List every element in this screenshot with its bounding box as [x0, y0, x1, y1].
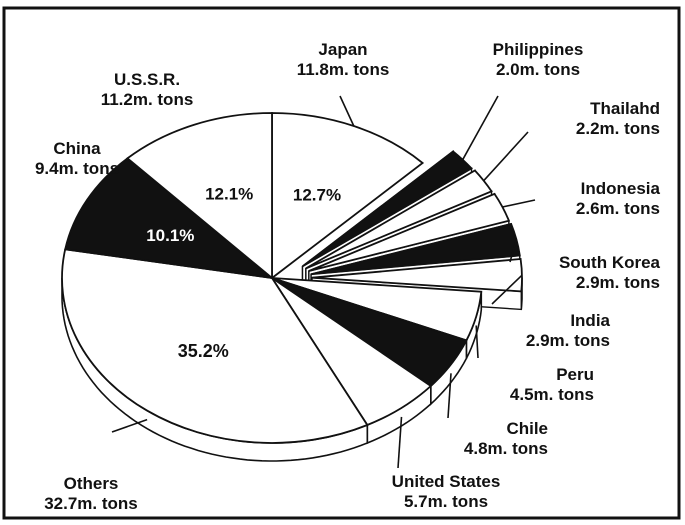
label-value: 5.7m. tons [403, 492, 489, 511]
leader-south-korea [509, 239, 518, 263]
label-united-states: United States 5.7m. tons [356, 472, 536, 512]
leader-japan [339, 95, 355, 127]
label-name: Chile [506, 419, 548, 438]
label-name: Thailahd [590, 99, 660, 118]
label-value: 11.2m. tons [100, 90, 194, 109]
label-name: Peru [556, 365, 594, 384]
label-name: U.S.S.R. [113, 70, 181, 89]
label-name: China [53, 139, 101, 158]
label-value: 2.9m. tons [525, 331, 610, 350]
label-peru: Peru 4.5m. tons [478, 365, 594, 405]
label-value: 32.7m. tons [44, 494, 138, 513]
label-name: United States [391, 472, 501, 491]
leader-thailahd [483, 131, 529, 182]
label-ussr: U.S.S.R. 11.2m. tons [82, 70, 212, 110]
leader-peru [475, 325, 479, 359]
leader-chile [447, 373, 452, 419]
label-japan: Japan 11.8m. tons [278, 40, 408, 80]
label-name: Philippines [492, 40, 584, 59]
label-value: 2.0m. tons [495, 60, 581, 79]
leader-lines [111, 95, 536, 469]
label-value: 2.9m. tons [575, 273, 660, 292]
leader-united-states [397, 416, 403, 469]
chart-border [2, 6, 681, 520]
label-philippines: Philippines 2.0m. tons [468, 40, 608, 80]
label-value: 4.8m. tons [463, 439, 548, 458]
label-south-korea: South Korea 2.9m. tons [500, 253, 660, 293]
slice-u-s-s-r [126, 112, 273, 280]
leader-philippines [462, 95, 499, 161]
leader-others [111, 418, 148, 433]
leader-indonesia [502, 199, 536, 208]
label-value: 2.2m. tons [575, 119, 660, 138]
pct-label-china: 10.1% [146, 226, 194, 245]
label-indonesia: Indonesia 2.6m. tons [530, 179, 660, 219]
leader-india [491, 274, 523, 305]
slice-china [64, 157, 276, 280]
label-value: 11.8m. tons [296, 60, 390, 79]
label-value: 9.4m. tons [34, 159, 120, 178]
label-name: India [570, 311, 610, 330]
label-name: South Korea [558, 253, 660, 272]
pct-label-japan: 12.7% [293, 185, 341, 204]
label-chile: Chile 4.8m. tons [420, 419, 548, 459]
pct-label-others: 35.2% [178, 341, 229, 361]
label-value: 4.5m. tons [509, 385, 594, 404]
label-name: Others [63, 474, 119, 493]
slice-others [61, 248, 369, 444]
label-value: 2.6m. tons [575, 199, 660, 218]
label-india: India 2.9m. tons [490, 311, 610, 351]
pie-tops: 12.7% 35.2% 10.1% 12.1% [61, 112, 523, 444]
pct-label-u-s-s-r: 12.1% [205, 185, 253, 204]
label-thailahd: Thailahd 2.2m. tons [520, 99, 660, 139]
label-name: Japan [318, 40, 368, 59]
label-others: Others 32.7m. tons [16, 474, 166, 514]
label-name: Indonesia [580, 179, 660, 198]
label-china: China 9.4m. tons [12, 139, 142, 179]
